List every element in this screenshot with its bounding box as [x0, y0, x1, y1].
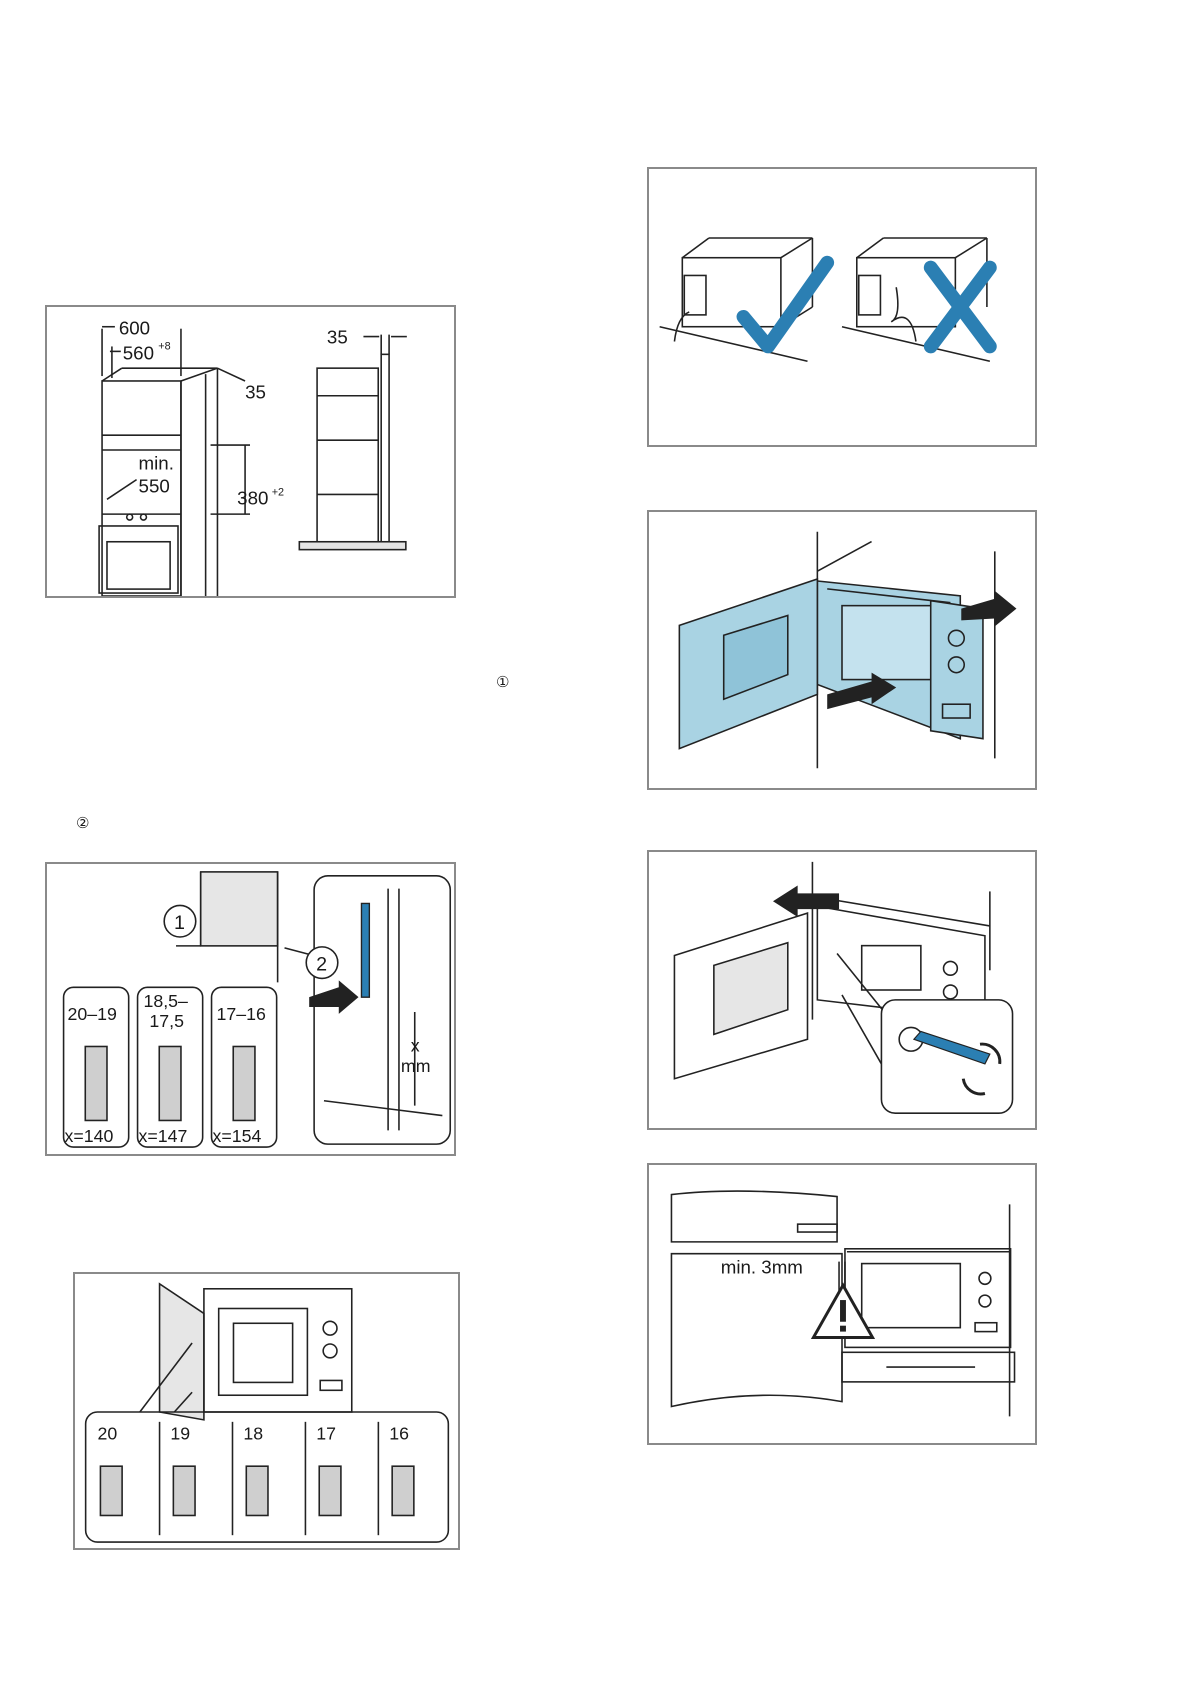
spacer-17: 17 [316, 1424, 336, 1444]
callout-ref-2: ② [76, 814, 89, 832]
figure-spacer-positions: 20 19 18 17 16 [73, 1272, 460, 1550]
dim-600: 600 [119, 318, 150, 339]
callout-ref-1: ① [496, 673, 509, 691]
x-value-2: x=147 [139, 1126, 188, 1146]
ref-2-label: 2 [316, 954, 327, 976]
dim-35-side: 35 [245, 382, 266, 403]
spacer-16: 16 [389, 1424, 409, 1444]
cross-icon [931, 268, 990, 347]
dim-560-tolerance: +8 [158, 340, 170, 352]
dim-380-tolerance: +2 [272, 486, 284, 498]
dim-560: 560 [123, 342, 154, 363]
figure-insert-appliance [647, 510, 1037, 790]
figure-bracket-mounting: 1 2 20–19 18,5– 17,5 17–16 x=140 x=147 x… [45, 862, 456, 1156]
figure-cable-routing [647, 167, 1037, 447]
x-value-3: x=154 [213, 1126, 262, 1146]
spacer-19: 19 [170, 1424, 190, 1444]
spacer-18: 18 [243, 1424, 263, 1444]
dim-35-top: 35 [327, 326, 348, 347]
size-range-1: 20–19 [68, 1004, 117, 1024]
size-range-2: 18,5– [143, 991, 188, 1011]
x-label: x [411, 1035, 420, 1055]
x-value-1: x=140 [65, 1126, 114, 1146]
figure-niche-dimensions: 600 560 +8 35 min. 550 380 +2 35 [45, 305, 456, 598]
dim-380: 380 [237, 487, 268, 508]
mm-label: mm [401, 1056, 431, 1076]
gap-label: min. 3mm [721, 1256, 803, 1277]
checkmark-icon [743, 263, 827, 347]
spacer-20: 20 [97, 1424, 117, 1444]
dim-550: 550 [139, 475, 170, 496]
dim-min-label: min. [139, 453, 174, 474]
ref-1-label: 1 [174, 912, 185, 934]
size-range-2b: 17,5 [149, 1011, 184, 1031]
size-range-3: 17–16 [216, 1004, 265, 1024]
figure-screw-appliance [647, 850, 1037, 1130]
figure-minimum-gap: min. 3mm [647, 1163, 1037, 1445]
